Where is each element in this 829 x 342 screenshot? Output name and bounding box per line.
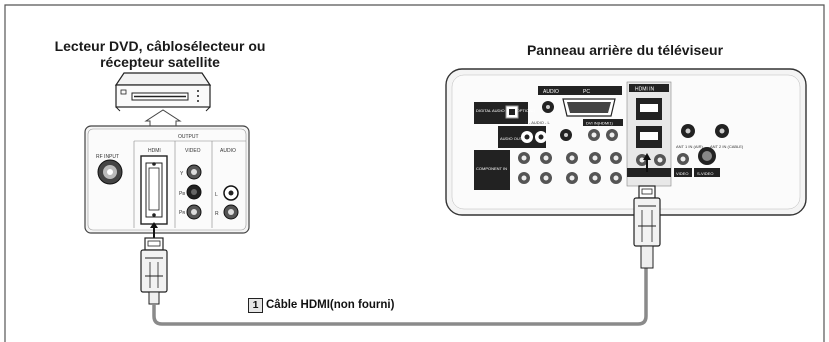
cable-label: 1 Câble HDMI(non fourni) — [248, 297, 394, 313]
step-number-badge: 1 — [248, 297, 263, 313]
r-label: R — [215, 211, 219, 217]
hdmi-label: HDMI — [148, 148, 161, 154]
rf-input-label: RF INPUT — [96, 154, 119, 160]
tv-title: Panneau arrière du téléviseur — [526, 42, 724, 58]
tv-arrow — [643, 153, 651, 172]
tv-back-panel: DIGITAL AUDIO OUT (OPTICAL) AUDIO PC HDM… — [445, 68, 807, 216]
dvi-in-label: DVI IN(HDMI1) — [586, 121, 614, 126]
l-label: L — [215, 192, 218, 198]
pc-audio-jack — [542, 101, 554, 113]
source-title-line2: récepteur satellite — [100, 54, 220, 70]
ant-label: ANT 1 IN (AIR) — [676, 144, 703, 149]
tv-hdmi-port-2 — [636, 98, 662, 120]
tv-video-label: VIDEO — [676, 171, 688, 176]
pb-label: Pʙ — [179, 191, 185, 197]
hdmi-output-port — [140, 155, 168, 225]
source-hdmi-plug — [140, 237, 168, 305]
dvd-player-icon — [114, 72, 212, 112]
audio-out-block: AUDIO OUT — [498, 126, 547, 148]
pr-label: Pʀ — [179, 210, 185, 216]
ant-jacks — [681, 124, 729, 138]
video-pr-jack — [186, 204, 202, 220]
source-back-panel: OUTPUT RF INPUT HDMI VIDEO AUDIO Y Pʙ Pʀ… — [84, 125, 250, 234]
hdmi-in-label: HDMI IN — [635, 87, 655, 93]
ant2-label: ANT 2 IN (CABLE) — [710, 144, 744, 149]
video-pb-jack — [186, 184, 202, 200]
tv-audio-label: AUDIO — [543, 89, 559, 95]
callout-arrow — [144, 109, 182, 128]
hdmi-cable — [152, 268, 648, 326]
output-label: OUTPUT — [178, 134, 199, 140]
tv-audio-lr-label: R - AUDIO - L — [525, 120, 550, 125]
pc-vga-port — [562, 98, 616, 117]
source-title-line1: Lecteur DVD, câblosélecteur ou — [54, 38, 266, 54]
video-label: VIDEO — [185, 148, 201, 154]
diagram-frame — [4, 4, 825, 342]
tv-hdmi-port-1 — [636, 126, 662, 148]
svideo-label: S-VIDEO — [697, 171, 713, 176]
tv-hdmi-plug — [633, 185, 661, 269]
source-arrow — [150, 222, 158, 238]
video-y-jack — [186, 164, 202, 180]
component-in-label: COMPONENT IN — [476, 166, 507, 171]
audio-out-label: AUDIO OUT — [500, 136, 523, 141]
cable-label-text: Câble HDMI(non fourni) — [266, 299, 395, 311]
pc-label: PC — [583, 89, 590, 95]
dvi-audio-jacks — [560, 129, 618, 141]
y-label: Y — [180, 171, 184, 177]
av-input-block: VIDEO S-VIDEO — [627, 147, 720, 177]
digital-audio-out-port: DIGITAL AUDIO OUT (OPTICAL) — [474, 102, 536, 124]
rf-input-jack — [97, 159, 123, 185]
audio-r-jack — [223, 204, 239, 220]
audio-label: AUDIO — [220, 148, 236, 154]
audio-l-jack — [223, 185, 239, 201]
component-in-block: COMPONENT IN — [474, 150, 622, 190]
